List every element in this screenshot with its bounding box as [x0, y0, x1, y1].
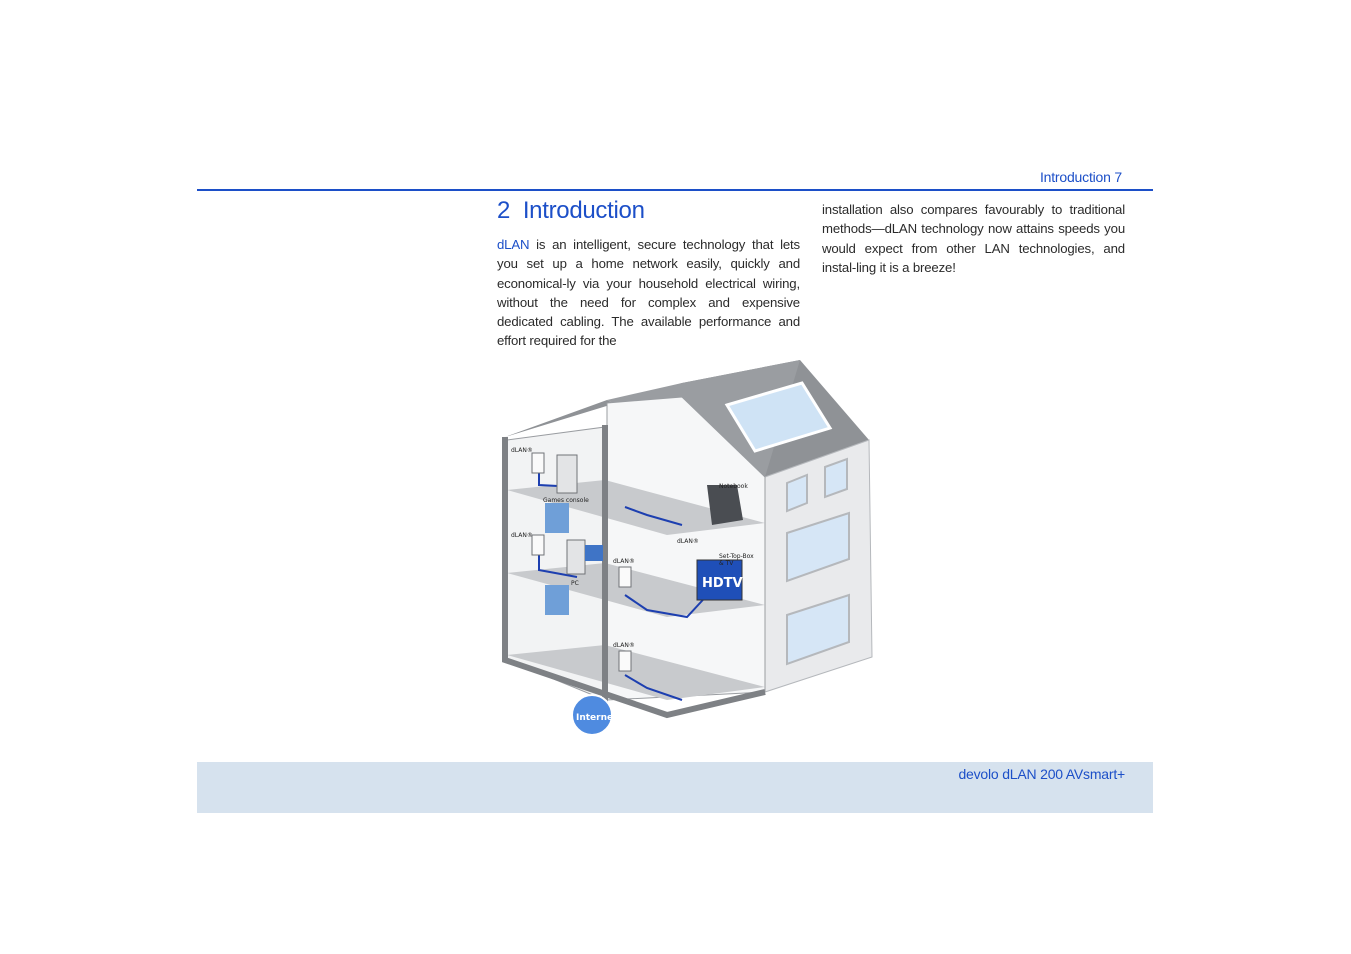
running-header: Introduction 7: [1039, 169, 1122, 185]
notebook: [707, 485, 743, 525]
internet-label: Internet: [576, 713, 618, 723]
network-cable: [624, 589, 713, 619]
pc-label: PC: [571, 580, 579, 587]
floor-slab: [507, 645, 765, 700]
dlan-label: dLAN®: [511, 532, 533, 539]
footer-product-name: devolo dLAN 200 AVsmart+: [958, 766, 1125, 782]
body-column-left: dLAN is an intelligent, secure technolog…: [497, 235, 800, 351]
chapter-title: 2 Introduction: [497, 197, 645, 225]
interior-window: [545, 585, 569, 615]
body-column-right: installation also compares favourably to…: [822, 202, 1125, 275]
house-network-illustration: HDTV dLAN® Games console Notebook dLAN® …: [497, 355, 877, 740]
house-drawing: HDTV dLAN® Games console Notebook dLAN® …: [502, 360, 873, 736]
facade-window: [824, 457, 848, 499]
dlan-adapter: [531, 534, 545, 556]
facade-window: [786, 473, 808, 513]
chapter-title-text: Introduction: [522, 197, 645, 224]
dlan-keyword: dLAN: [497, 237, 530, 252]
pc-monitor: [585, 545, 603, 561]
skylight: [724, 381, 833, 453]
hdtv: [696, 559, 743, 601]
dlan-adapter: [531, 452, 545, 474]
floor-slab: [507, 480, 765, 535]
network-cable: [538, 555, 578, 578]
footer-band: devolo dLAN 200 AVsmart+: [197, 762, 1153, 813]
dlan-label: dLAN®: [511, 447, 533, 454]
facade-window: [786, 511, 850, 583]
hdtv-label: HDTV: [702, 576, 743, 591]
header-rule: [197, 189, 1153, 191]
games-console: [556, 454, 578, 494]
body-text-left: is an intelligent, secure technology tha…: [497, 237, 800, 349]
set-top-box-label: Set-Top-Box: [719, 553, 754, 560]
dlan-adapter: [618, 566, 632, 588]
internet-globe: [571, 694, 613, 736]
pc-tower: [566, 539, 586, 575]
dlan-label: dLAN®: [677, 538, 699, 545]
games-console-label: Games console: [543, 497, 589, 504]
dlan-label: dLAN®: [613, 642, 635, 649]
dlan-adapter: [618, 650, 632, 672]
network-cable: [624, 674, 683, 701]
facade-window: [786, 593, 850, 666]
notebook-label: Notebook: [719, 483, 748, 490]
network-cable: [624, 506, 683, 526]
section-edge: [502, 437, 766, 719]
dlan-label: dLAN®: [613, 558, 635, 565]
chapter-number: 2: [497, 197, 511, 224]
set-top-box-label-tv: & TV: [719, 560, 734, 567]
interior-window: [545, 503, 569, 533]
